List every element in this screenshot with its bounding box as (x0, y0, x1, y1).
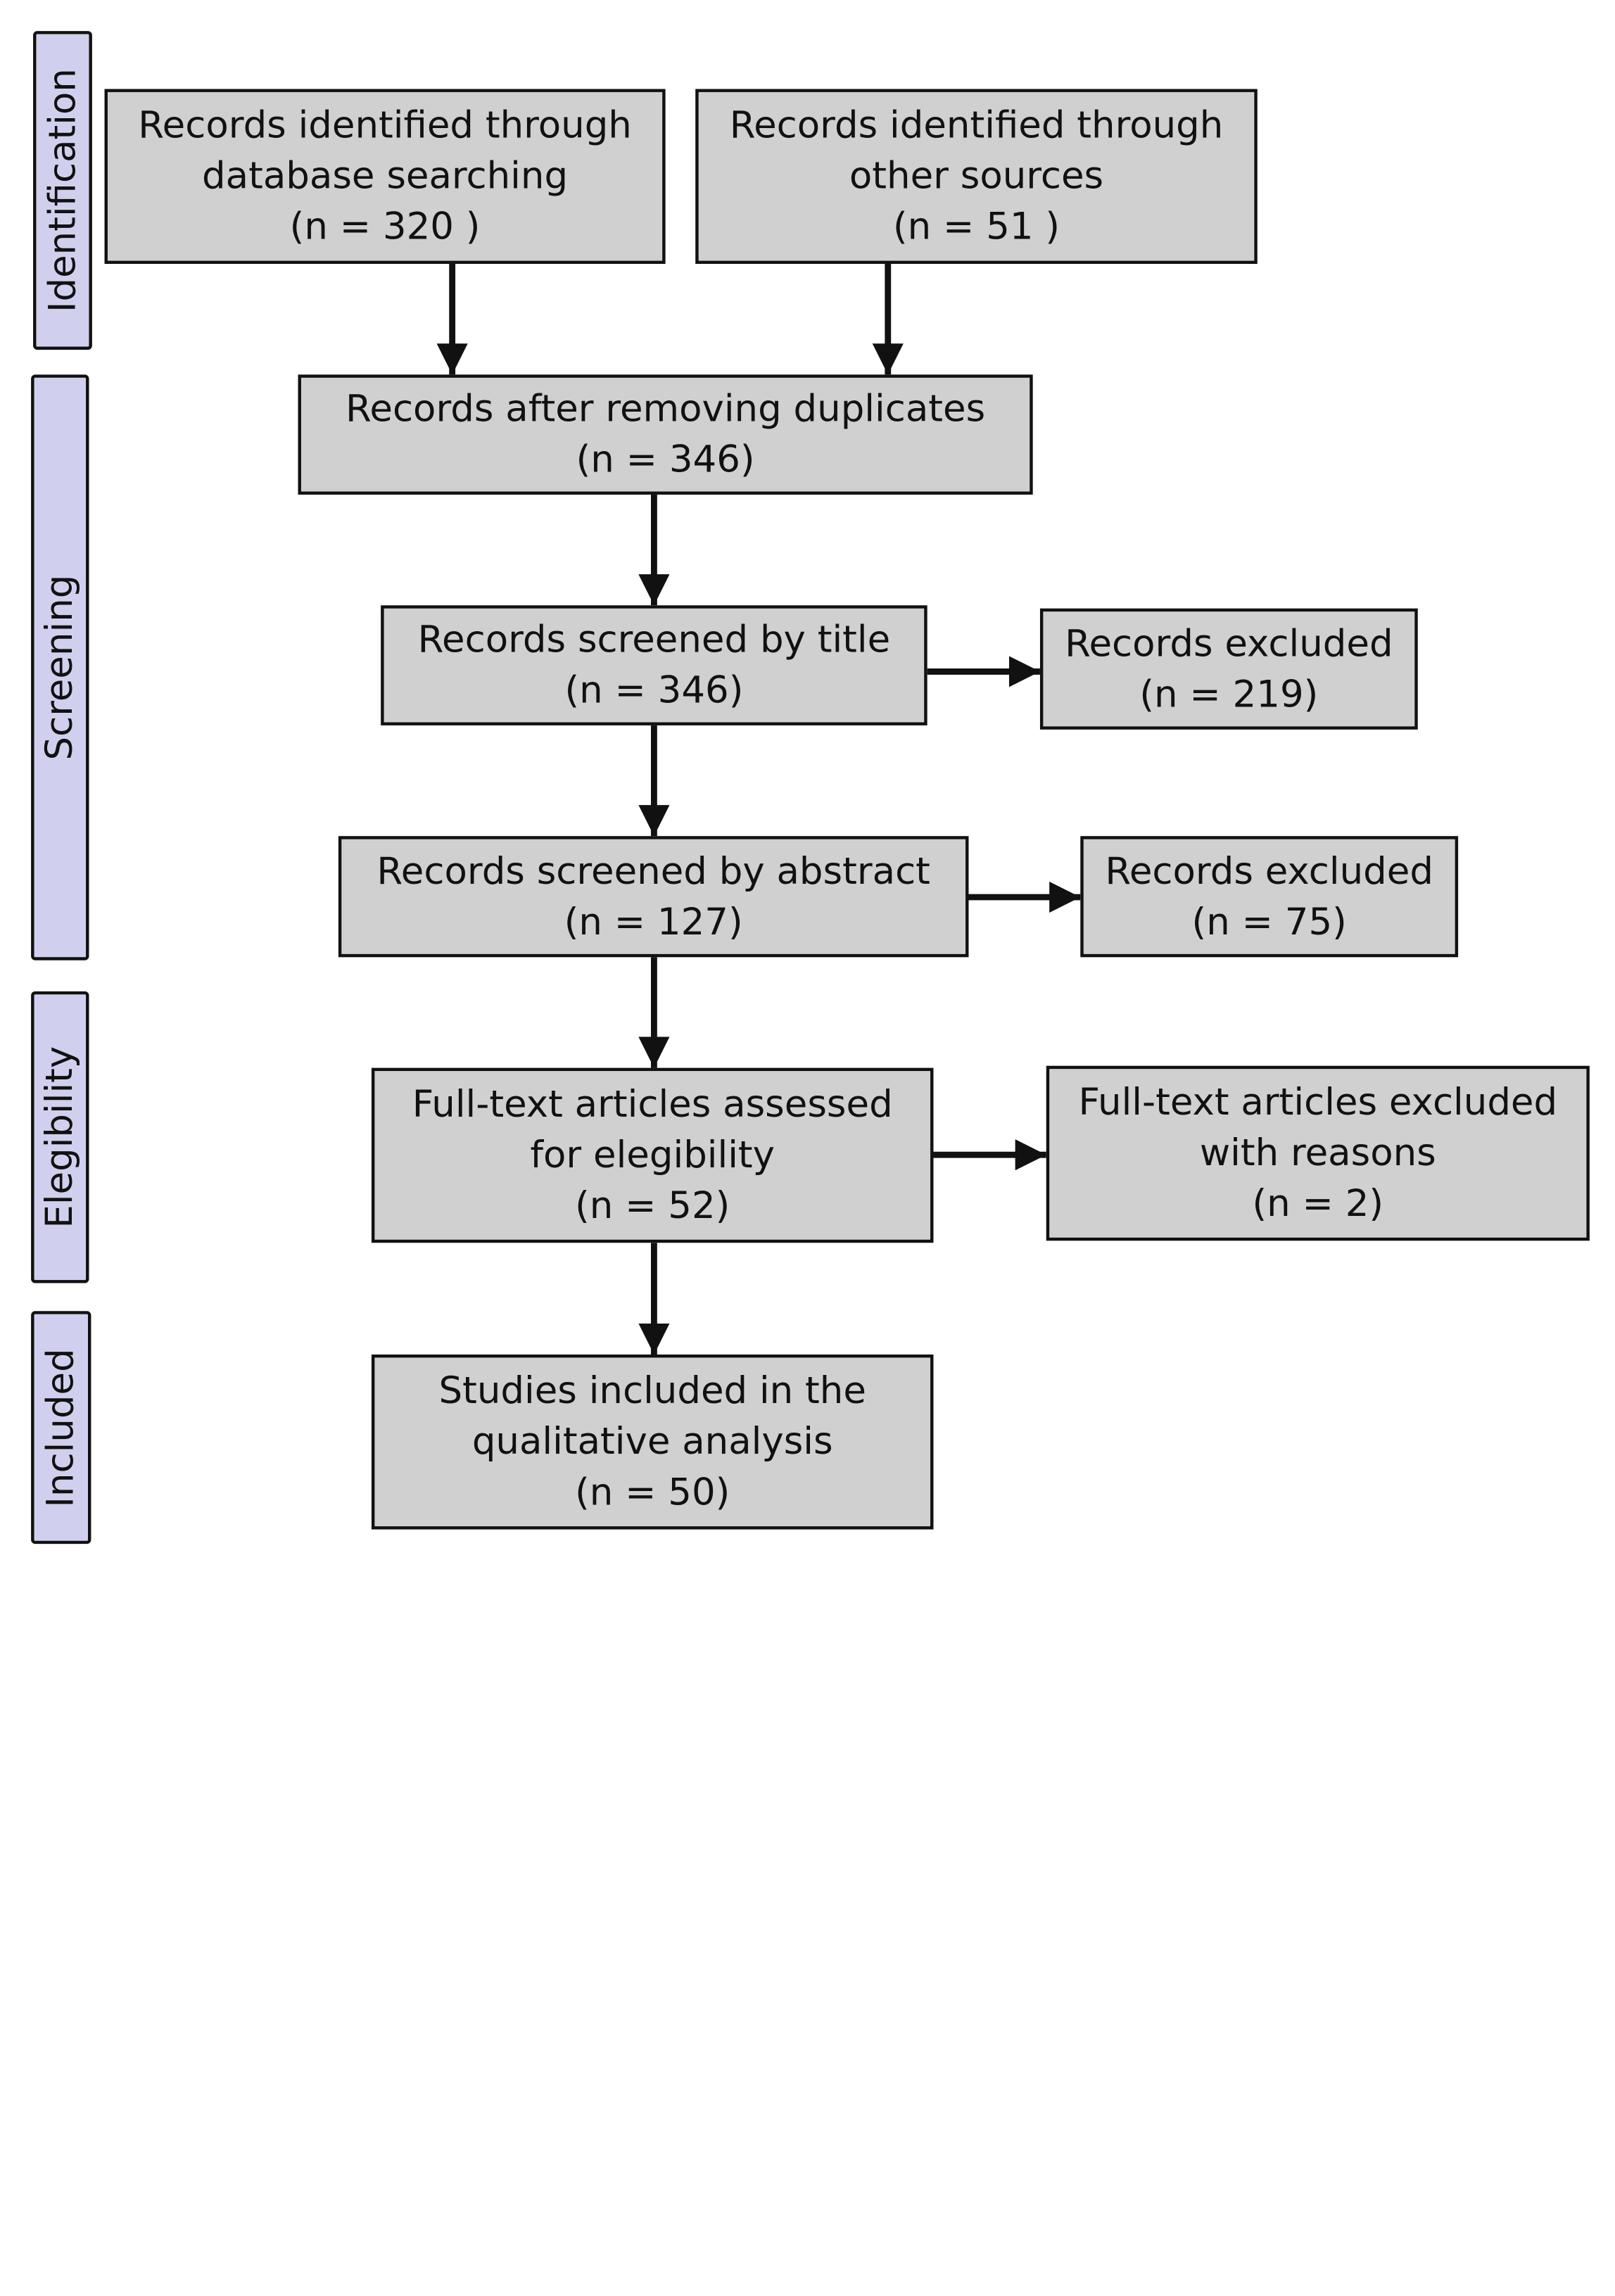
box-text: Records excluded (1065, 622, 1393, 665)
box-text: other sources (849, 155, 1104, 198)
box-text: for elegibility (530, 1134, 775, 1177)
box-count: (n = 52) (575, 1184, 730, 1228)
flow-arrows (436, 264, 1081, 1355)
box-text: Records identified through (729, 104, 1224, 147)
box-fulltext-excluded: Full-text articles excluded with reasons… (1046, 1065, 1590, 1241)
box-excluded-title: Records excluded (n = 219) (1039, 608, 1418, 730)
box-after-duplicates: Records after removing duplicates (n = 3… (298, 374, 1033, 495)
box-count: (n = 51 ) (892, 205, 1060, 248)
box-text: Records identified through (138, 104, 632, 147)
box-text: Records after removing duplicates (345, 388, 986, 431)
box-studies-included: Studies included in the qualitative anal… (371, 1355, 934, 1530)
box-text: Records screened by title (417, 619, 891, 661)
box-other-sources: Records identified through other sources… (695, 89, 1258, 265)
box-count: (n = 2) (1252, 1182, 1384, 1226)
box-screened-abstract: Records screened by abstract (n = 127) (338, 836, 969, 958)
box-database-search: Records identified through database sear… (104, 89, 666, 265)
box-count: (n = 346) (576, 438, 755, 481)
box-text: Full-text articles assessed (412, 1083, 893, 1127)
box-text: Full-text articles excluded (1078, 1081, 1558, 1124)
stage-screening: Screening (31, 374, 89, 960)
box-text: Records excluded (1105, 850, 1433, 893)
stage-identification: Identification (33, 31, 92, 350)
box-text: with reasons (1199, 1131, 1436, 1175)
box-count: (n = 75) (1191, 901, 1347, 944)
box-excluded-abstract: Records excluded (n = 75) (1080, 836, 1459, 958)
box-count: (n = 219) (1139, 673, 1319, 716)
box-count: (n = 50) (575, 1471, 730, 1514)
box-fulltext-assessed: Full-text articles assessed for elegibil… (371, 1067, 934, 1243)
box-text: Studies included in the (438, 1370, 866, 1413)
box-count: (n = 320 ) (289, 205, 481, 248)
box-text: Records screened by abstract (376, 850, 930, 893)
stage-included: Included (31, 1311, 91, 1545)
box-count: (n = 346) (564, 669, 744, 712)
stage-elegibility: Elegibility (31, 991, 89, 1283)
box-count: (n = 127) (564, 901, 743, 944)
box-text: database searching (202, 155, 569, 198)
box-screened-title: Records screened by title (n = 346) (381, 605, 927, 725)
box-text: qualitative analysis (471, 1421, 833, 1464)
